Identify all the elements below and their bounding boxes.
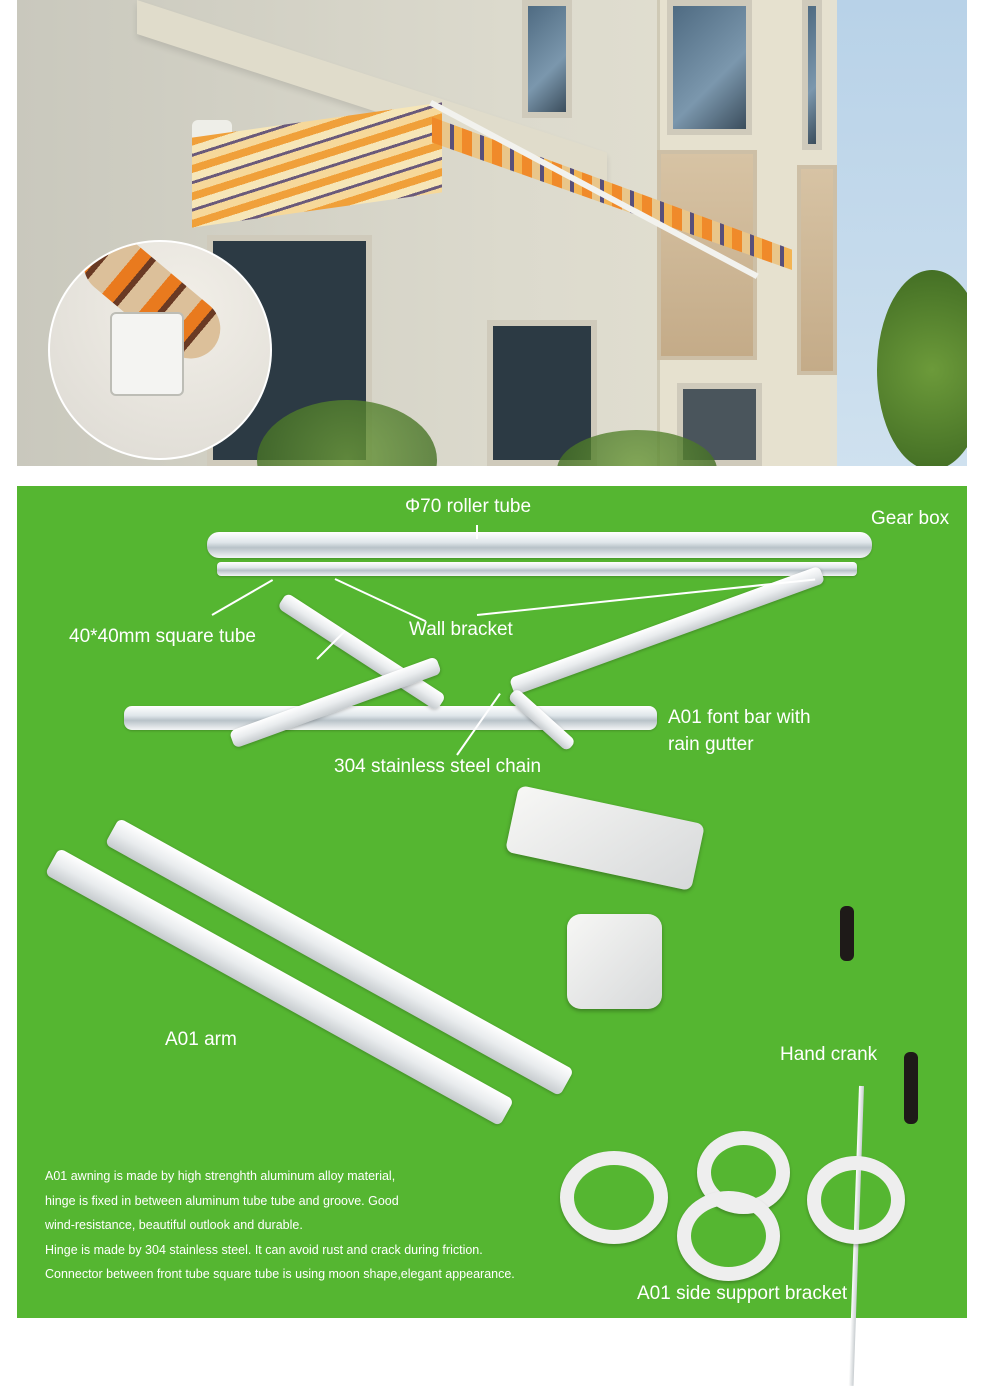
label-front-bar: A01 font bar with	[668, 707, 811, 728]
roller-tube	[207, 532, 872, 558]
label-front-bar-line2: rain gutter	[668, 734, 754, 755]
arm-hinge-part	[505, 784, 705, 892]
description-line: hinge is fixed in between aluminum tube …	[45, 1193, 399, 1208]
label-side-support: A01 side support bracket	[637, 1283, 848, 1304]
wall-relief-carving	[797, 165, 837, 375]
a01-arm	[44, 847, 515, 1127]
awning-front-rail	[429, 100, 759, 280]
hand-crank-handle	[904, 1052, 918, 1124]
window	[522, 0, 572, 118]
end-cap-part	[567, 914, 662, 1009]
tree	[877, 270, 967, 466]
label-roller-tube: Φ70 roller tube	[405, 496, 532, 517]
description-line: A01 awning is made by high strenghth alu…	[45, 1169, 396, 1183]
label-wall-bracket: Wall bracket	[409, 619, 513, 640]
striped-awning	[192, 100, 792, 300]
support-ring	[807, 1156, 905, 1244]
window	[667, 0, 752, 135]
leader-line	[476, 525, 478, 539]
hinge-detail-inset	[48, 240, 272, 460]
label-square-tube: 40*40mm square tube	[69, 626, 256, 647]
awning-product-photo	[17, 0, 967, 466]
window	[802, 0, 822, 150]
label-arm: A01 arm	[165, 1029, 237, 1050]
support-ring	[560, 1151, 668, 1244]
leader-line	[211, 579, 274, 616]
description-line: Connector between front tube square tube…	[45, 1267, 515, 1281]
awning-valance	[432, 117, 792, 270]
leader-line	[334, 578, 427, 623]
label-hand-crank: Hand crank	[780, 1044, 878, 1065]
hand-crank-grip	[840, 906, 854, 961]
folding-arm	[228, 656, 442, 749]
hinge-bracket	[110, 312, 184, 396]
support-ring	[677, 1191, 780, 1281]
description-line: Hinge is made by 304 stainless steel. It…	[45, 1242, 483, 1257]
product-description: A01 awning is made by high strenghth alu…	[45, 1164, 515, 1287]
a01-arm	[104, 817, 575, 1097]
square-tube	[217, 562, 857, 576]
folding-arm	[508, 565, 826, 696]
window	[677, 383, 762, 466]
label-gear-box: Gear box	[871, 508, 950, 529]
label-chain: 304 stainless steel chain	[334, 756, 542, 777]
description-line: wind-resistance, beautiful outlook and d…	[45, 1218, 303, 1232]
front-bar	[124, 706, 657, 730]
components-diagram: Φ70 roller tube Gear box 40*40mm square …	[17, 486, 967, 1386]
